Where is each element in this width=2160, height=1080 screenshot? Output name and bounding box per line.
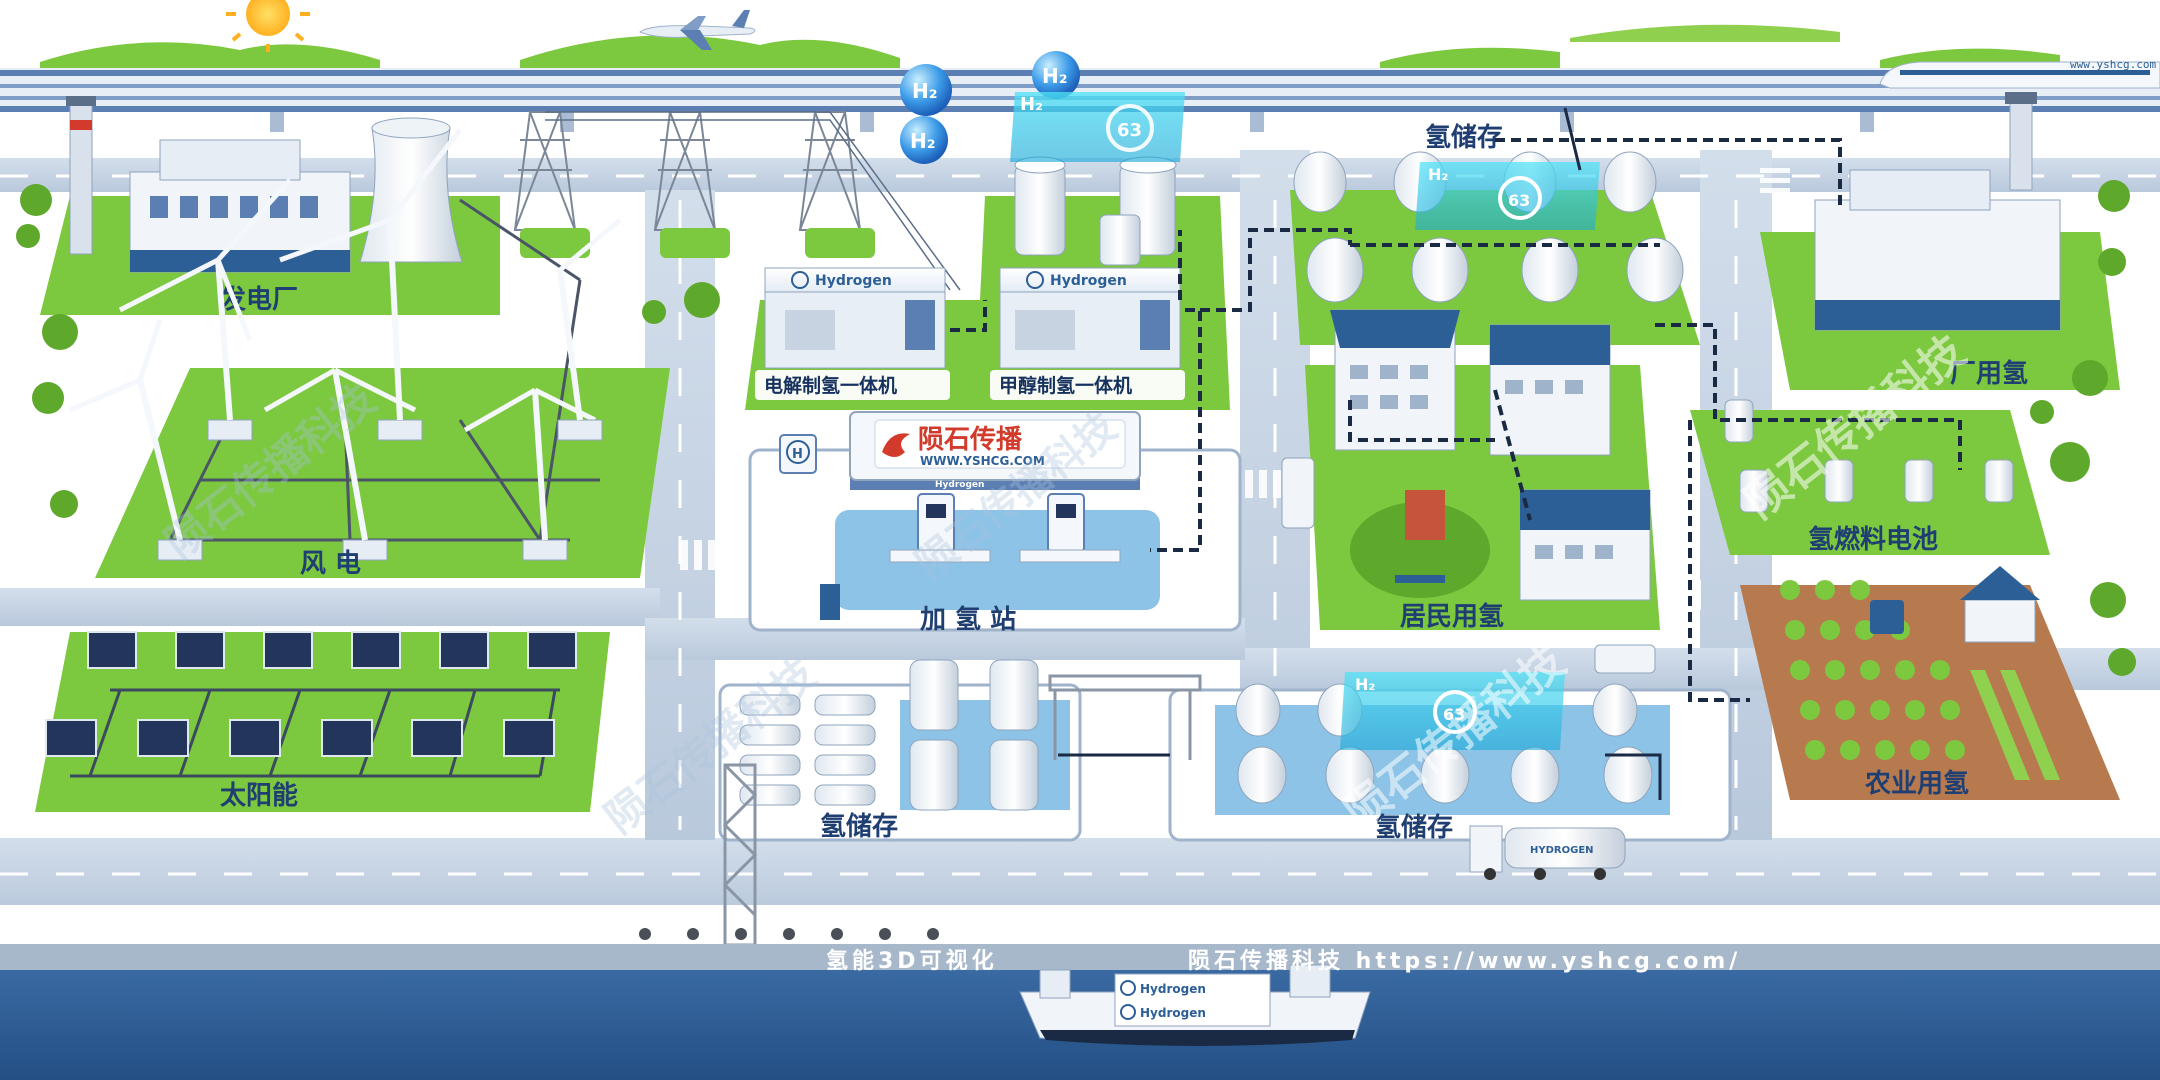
production-tanks (1014, 156, 1177, 266)
tractor-icon (1870, 600, 1904, 634)
label-factory: 厂用氢 (1950, 358, 2028, 389)
holo-value-storage-bottom: 63 (1443, 705, 1465, 724)
bus-icon (1281, 457, 1315, 529)
hydrogen-ship: Hydrogen Hydrogen (1019, 964, 1371, 1046)
solar-grid-lines (70, 688, 560, 778)
h2-bubble-label-1: H₂ (912, 79, 938, 103)
crop-strips (1970, 670, 2060, 780)
zone-residential[interactable]: 居民用氢 (1305, 309, 1660, 632)
train-url: www.yshcg.com (2070, 58, 2156, 71)
holo-h2-storage-top: H₂ (1428, 165, 1448, 184)
label-storage-bottom-right: 氢储存 (1375, 812, 1453, 843)
car-icon (1594, 644, 1656, 674)
station-brand-url: WWW.YSHCG.COM (920, 454, 1045, 468)
storage-spheres-bottom (1235, 683, 1653, 804)
residential-buildings (1330, 309, 1651, 601)
label-station: 加 氢 站 (920, 604, 1016, 635)
label-methanol: 甲醇制氢一体机 (999, 374, 1132, 397)
airplane-icon (639, 10, 756, 50)
zone-power-plant[interactable]: 发电厂 (40, 96, 500, 315)
label-fuel-cell: 氢燃料电池 (1808, 524, 1938, 555)
h2-sign-label: H (792, 447, 803, 462)
h2-sign: H (779, 434, 817, 474)
zone-hydrogen-production[interactable]: Hydrogen Hydrogen 电解制氢一体机 甲醇制氢一体机 (745, 156, 1230, 410)
pier-bollards (639, 928, 939, 940)
pipelines-solid (1058, 107, 1662, 800)
ship-label-2: Hydrogen (1140, 1006, 1206, 1020)
sun-icon (226, 0, 310, 52)
zone-storage-bottom-left[interactable]: 氢储存 (718, 659, 1082, 842)
small-truck (820, 584, 840, 620)
zone-factory[interactable]: www.yshcg.com 厂用氢 (1760, 92, 2120, 390)
solar-panels (45, 631, 577, 757)
h2-bubble-label-3: H₂ (1042, 64, 1068, 88)
farm-house (1960, 566, 2040, 643)
chimney-factory (2005, 92, 2037, 191)
station-canopy: 陨石传播 WWW.YSHCG.COM Hydrogen (849, 411, 1141, 490)
holo-value-production: 63 (1117, 120, 1142, 141)
zone-storage-top[interactable]: 63 H₂ 氢储存 (1290, 122, 1700, 345)
methanol-hydrogen-text: Hydrogen (1050, 273, 1127, 289)
station-brand-name: 陨石传播 (918, 425, 1023, 455)
holo-h2-storage-bottom: H₂ (1355, 675, 1375, 694)
electrolysis-hydrogen-text: Hydrogen (815, 273, 892, 289)
truck-label: HYDROGEN (1530, 845, 1594, 856)
footer: 氢能3D可视化 陨石传播科技 https://www.yshcg.com/ (826, 948, 1741, 974)
station-brand-logo: 陨石传播 (882, 425, 1023, 457)
h2-bubble-label-2: H₂ (910, 129, 936, 153)
zone-storage-bottom-right[interactable]: 63 H₂ 氢储存 (1168, 672, 1732, 843)
chimney (66, 96, 96, 255)
trees (16, 180, 2136, 676)
label-storage-bottom-left: 氢储存 (820, 811, 898, 842)
holo-value-storage-top: 63 (1508, 191, 1530, 210)
storage-vertical-tanks (909, 659, 1039, 811)
holo-h2-production: H₂ (1020, 94, 1043, 115)
holo-display-storage-bottom[interactable] (1340, 672, 1565, 750)
zone-wind[interactable]: 风 电 (69, 128, 670, 579)
footer-title: 氢能3D可视化 (826, 948, 998, 974)
label-solar: 太阳能 (220, 780, 298, 811)
factory-url: www.yshcg.com (1880, 300, 2007, 316)
holo-display-storage-top[interactable] (1415, 162, 1600, 230)
background-hills (40, 24, 2060, 68)
ship-label-1: Hydrogen (1140, 982, 1206, 996)
label-wind: 风 电 (300, 549, 361, 579)
hydrogen-pipelines (950, 138, 1962, 702)
wind-turbines (69, 128, 622, 561)
playground (1350, 490, 1490, 598)
station-canopy-text: Hydrogen (935, 480, 984, 490)
methanol-unit[interactable]: Hydrogen (999, 267, 1181, 369)
label-agriculture: 农业用氢 (1864, 768, 1969, 799)
zone-hydrogen-station[interactable]: 陨石传播 WWW.YSHCG.COM Hydrogen H 加 氢 站 (748, 411, 1242, 635)
label-residential: 居民用氢 (1400, 601, 1504, 632)
footer-credit: 陨石传播科技 https://www.yshcg.com/ (1188, 949, 1741, 974)
tanker-truck: HYDROGEN (1469, 825, 1626, 880)
factory-building: www.yshcg.com (1814, 169, 2061, 331)
high-speed-train: www.yshcg.com (1879, 58, 2160, 89)
label-storage-top: 氢储存 (1425, 122, 1503, 153)
crosswalks (680, 168, 1790, 610)
transmission-towers (513, 111, 961, 291)
label-electrolysis: 电解制氢一体机 (764, 374, 897, 397)
electrolysis-unit[interactable]: Hydrogen (764, 267, 946, 369)
fuel-dispensers[interactable] (889, 493, 1121, 563)
zone-agriculture[interactable]: 农业用氢 (1740, 566, 2120, 800)
holo-display-production[interactable]: 63 H₂ (1010, 92, 1185, 162)
h2-bubbles: H₂ H₂ H₂ (900, 51, 1080, 164)
tower-bases (520, 228, 875, 258)
zone-solar[interactable]: 太阳能 (35, 631, 610, 812)
